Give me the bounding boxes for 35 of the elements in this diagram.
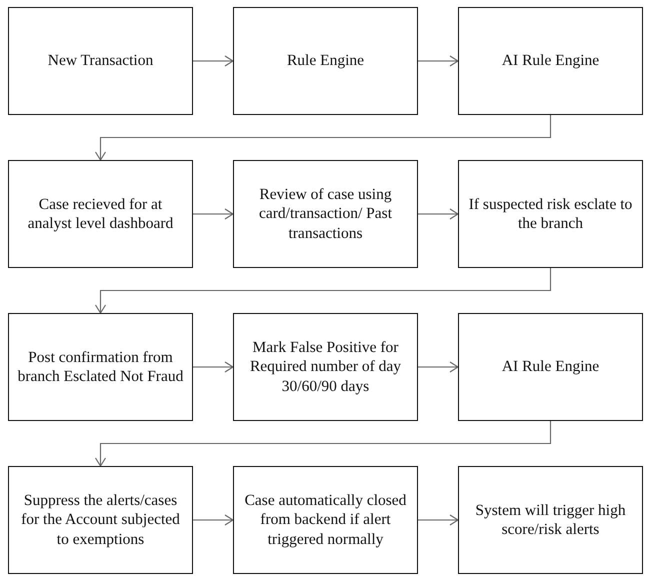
process-box — [233, 466, 418, 574]
box-text: Case automatically closed from backend if alert triggered normally — [244, 490, 408, 550]
process-box — [233, 7, 418, 115]
arrow — [418, 361, 459, 373]
arrow — [94, 268, 552, 314]
box-text: AI Rule Engine — [502, 51, 600, 71]
process-box — [233, 160, 418, 268]
box-text: Post confirmation from branch Esclated Not Fraud — [17, 348, 184, 386]
process-box — [458, 160, 643, 268]
box-text: Review of case using card/transaction/ Past transactions — [258, 184, 393, 244]
box-text: Mark False Positive for Required number of day 30/60/90 days — [248, 338, 402, 396]
box-text: If suspected risk esclate to the branch — [468, 194, 634, 234]
box-text: Case recieved for at analyst level dashboard — [26, 194, 174, 234]
arrow — [193, 514, 234, 526]
process-box — [233, 313, 418, 421]
arrow — [418, 55, 459, 67]
arrow — [94, 115, 552, 161]
process-box — [458, 313, 643, 421]
arrow — [193, 208, 234, 220]
process-box — [8, 466, 193, 574]
arrow — [418, 208, 459, 220]
process-box — [458, 466, 643, 574]
box-text: AI Rule Engine — [502, 357, 600, 377]
process-box — [8, 313, 193, 421]
process-box — [458, 7, 643, 115]
box-text: Rule Engine — [286, 51, 364, 71]
arrow — [418, 514, 459, 526]
box-text: System will trigger high score/risk alerts — [474, 500, 627, 540]
arrow — [193, 361, 234, 373]
process-box — [8, 160, 193, 268]
arrow — [94, 421, 552, 467]
box-text: New Transaction — [48, 51, 154, 71]
process-box — [8, 7, 193, 115]
arrow — [193, 55, 234, 67]
box-text: Suppress the alerts/cases for the Account subjected to exemptions — [20, 490, 181, 550]
